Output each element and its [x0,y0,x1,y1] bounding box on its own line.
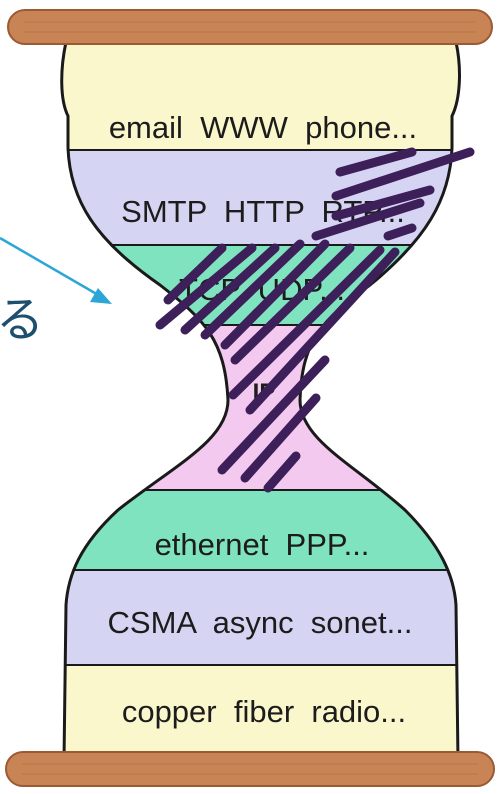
hatch-stroke [335,147,417,177]
callout: る [0,236,112,348]
top-wood-bar-body [7,9,493,45]
hatch-stroke [220,239,330,350]
hatch-stroke [311,198,425,241]
top-wood-bar [7,9,493,45]
hatch-stroke [331,147,475,201]
label-link: ethernet PPP... [155,527,370,562]
hatch-stroke [228,245,385,400]
hatch-stroke [217,355,330,475]
hatch-stroke [263,451,301,493]
band-applications [61,42,460,150]
band-physical [61,665,460,760]
hatch-stroke [230,243,355,365]
bottom-wood-bar [5,751,495,787]
callout-arrow-head [90,288,112,304]
hatch-stroke [331,185,435,221]
hatch-stroke [155,243,257,330]
hatch-marks [155,147,475,493]
hatch-stroke [180,243,280,335]
bottom-wood-bar-body [5,751,495,787]
hatch-stroke [163,243,227,305]
label-physical: copper fiber radio... [122,694,406,729]
hatch-stroke [240,393,321,483]
hatch-stroke [245,247,400,415]
callout-text: る [0,292,44,348]
band-mac [61,570,460,665]
callout-arrow-line [0,236,101,298]
hatch-stroke [200,239,305,340]
label-mac: CSMA async sonet... [108,605,413,640]
label-applications: email WWW phone... [109,110,417,145]
hatch-stroke [383,223,417,241]
